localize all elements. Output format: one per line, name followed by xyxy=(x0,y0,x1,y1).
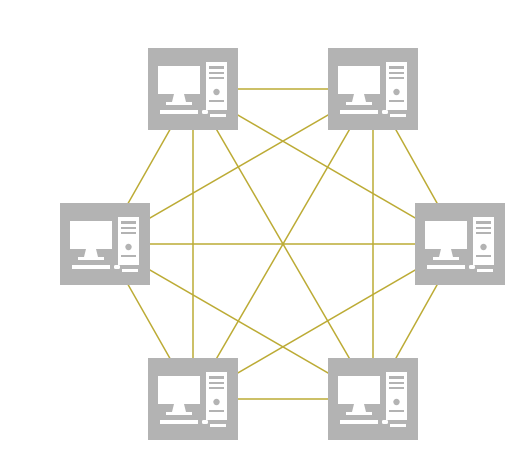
network-links xyxy=(104,88,461,400)
keyboard-icon xyxy=(160,420,198,424)
keyboard-icon xyxy=(72,265,110,269)
monitor-icon xyxy=(158,376,200,404)
monitor-stand-icon xyxy=(352,94,366,102)
desktop-computer-icon xyxy=(70,217,139,272)
tower-icon xyxy=(206,62,227,110)
monitor-base-icon xyxy=(166,412,192,415)
desktop-computer-icon xyxy=(338,62,407,117)
tower-icon xyxy=(473,217,494,265)
monitor-stand-icon xyxy=(352,404,366,412)
keyboard-icon xyxy=(427,265,465,269)
monitor-base-icon xyxy=(433,257,459,260)
computer-node-middle-left xyxy=(60,203,150,285)
mouse-icon xyxy=(382,420,388,424)
computer-node-bottom-left xyxy=(148,358,238,440)
desktop-computer-icon xyxy=(158,372,227,427)
mouse-icon xyxy=(469,265,475,269)
monitor-icon xyxy=(158,66,200,94)
computer-node-middle-right xyxy=(415,203,505,285)
network-nodes xyxy=(60,48,505,440)
monitor-stand-icon xyxy=(439,249,453,257)
computer-node-top-right xyxy=(328,48,418,130)
monitor-stand-icon xyxy=(172,404,186,412)
mouse-icon xyxy=(202,420,208,424)
monitor-base-icon xyxy=(166,102,192,105)
mouse-icon xyxy=(202,110,208,114)
tower-foot-icon xyxy=(210,424,226,427)
computer-node-top-left xyxy=(148,48,238,130)
monitor-base-icon xyxy=(346,412,372,415)
monitor-base-icon xyxy=(346,102,372,105)
tower-foot-icon xyxy=(390,424,406,427)
tower-foot-icon xyxy=(477,269,493,272)
keyboard-icon xyxy=(340,420,378,424)
tower-icon xyxy=(118,217,139,265)
tower-icon xyxy=(386,372,407,420)
desktop-computer-icon xyxy=(158,62,227,117)
tower-icon xyxy=(386,62,407,110)
tower-foot-icon xyxy=(210,114,226,117)
monitor-icon xyxy=(338,376,380,404)
keyboard-icon xyxy=(160,110,198,114)
computer-node-bottom-right xyxy=(328,358,418,440)
monitor-icon xyxy=(425,221,467,249)
tower-foot-icon xyxy=(122,269,138,272)
mouse-icon xyxy=(382,110,388,114)
monitor-icon xyxy=(338,66,380,94)
tower-foot-icon xyxy=(390,114,406,117)
monitor-stand-icon xyxy=(84,249,98,257)
desktop-computer-icon xyxy=(425,217,494,272)
monitor-icon xyxy=(70,221,112,249)
desktop-computer-icon xyxy=(338,372,407,427)
keyboard-icon xyxy=(340,110,378,114)
tower-icon xyxy=(206,372,227,420)
monitor-base-icon xyxy=(78,257,104,260)
monitor-stand-icon xyxy=(172,94,186,102)
mouse-icon xyxy=(114,265,120,269)
